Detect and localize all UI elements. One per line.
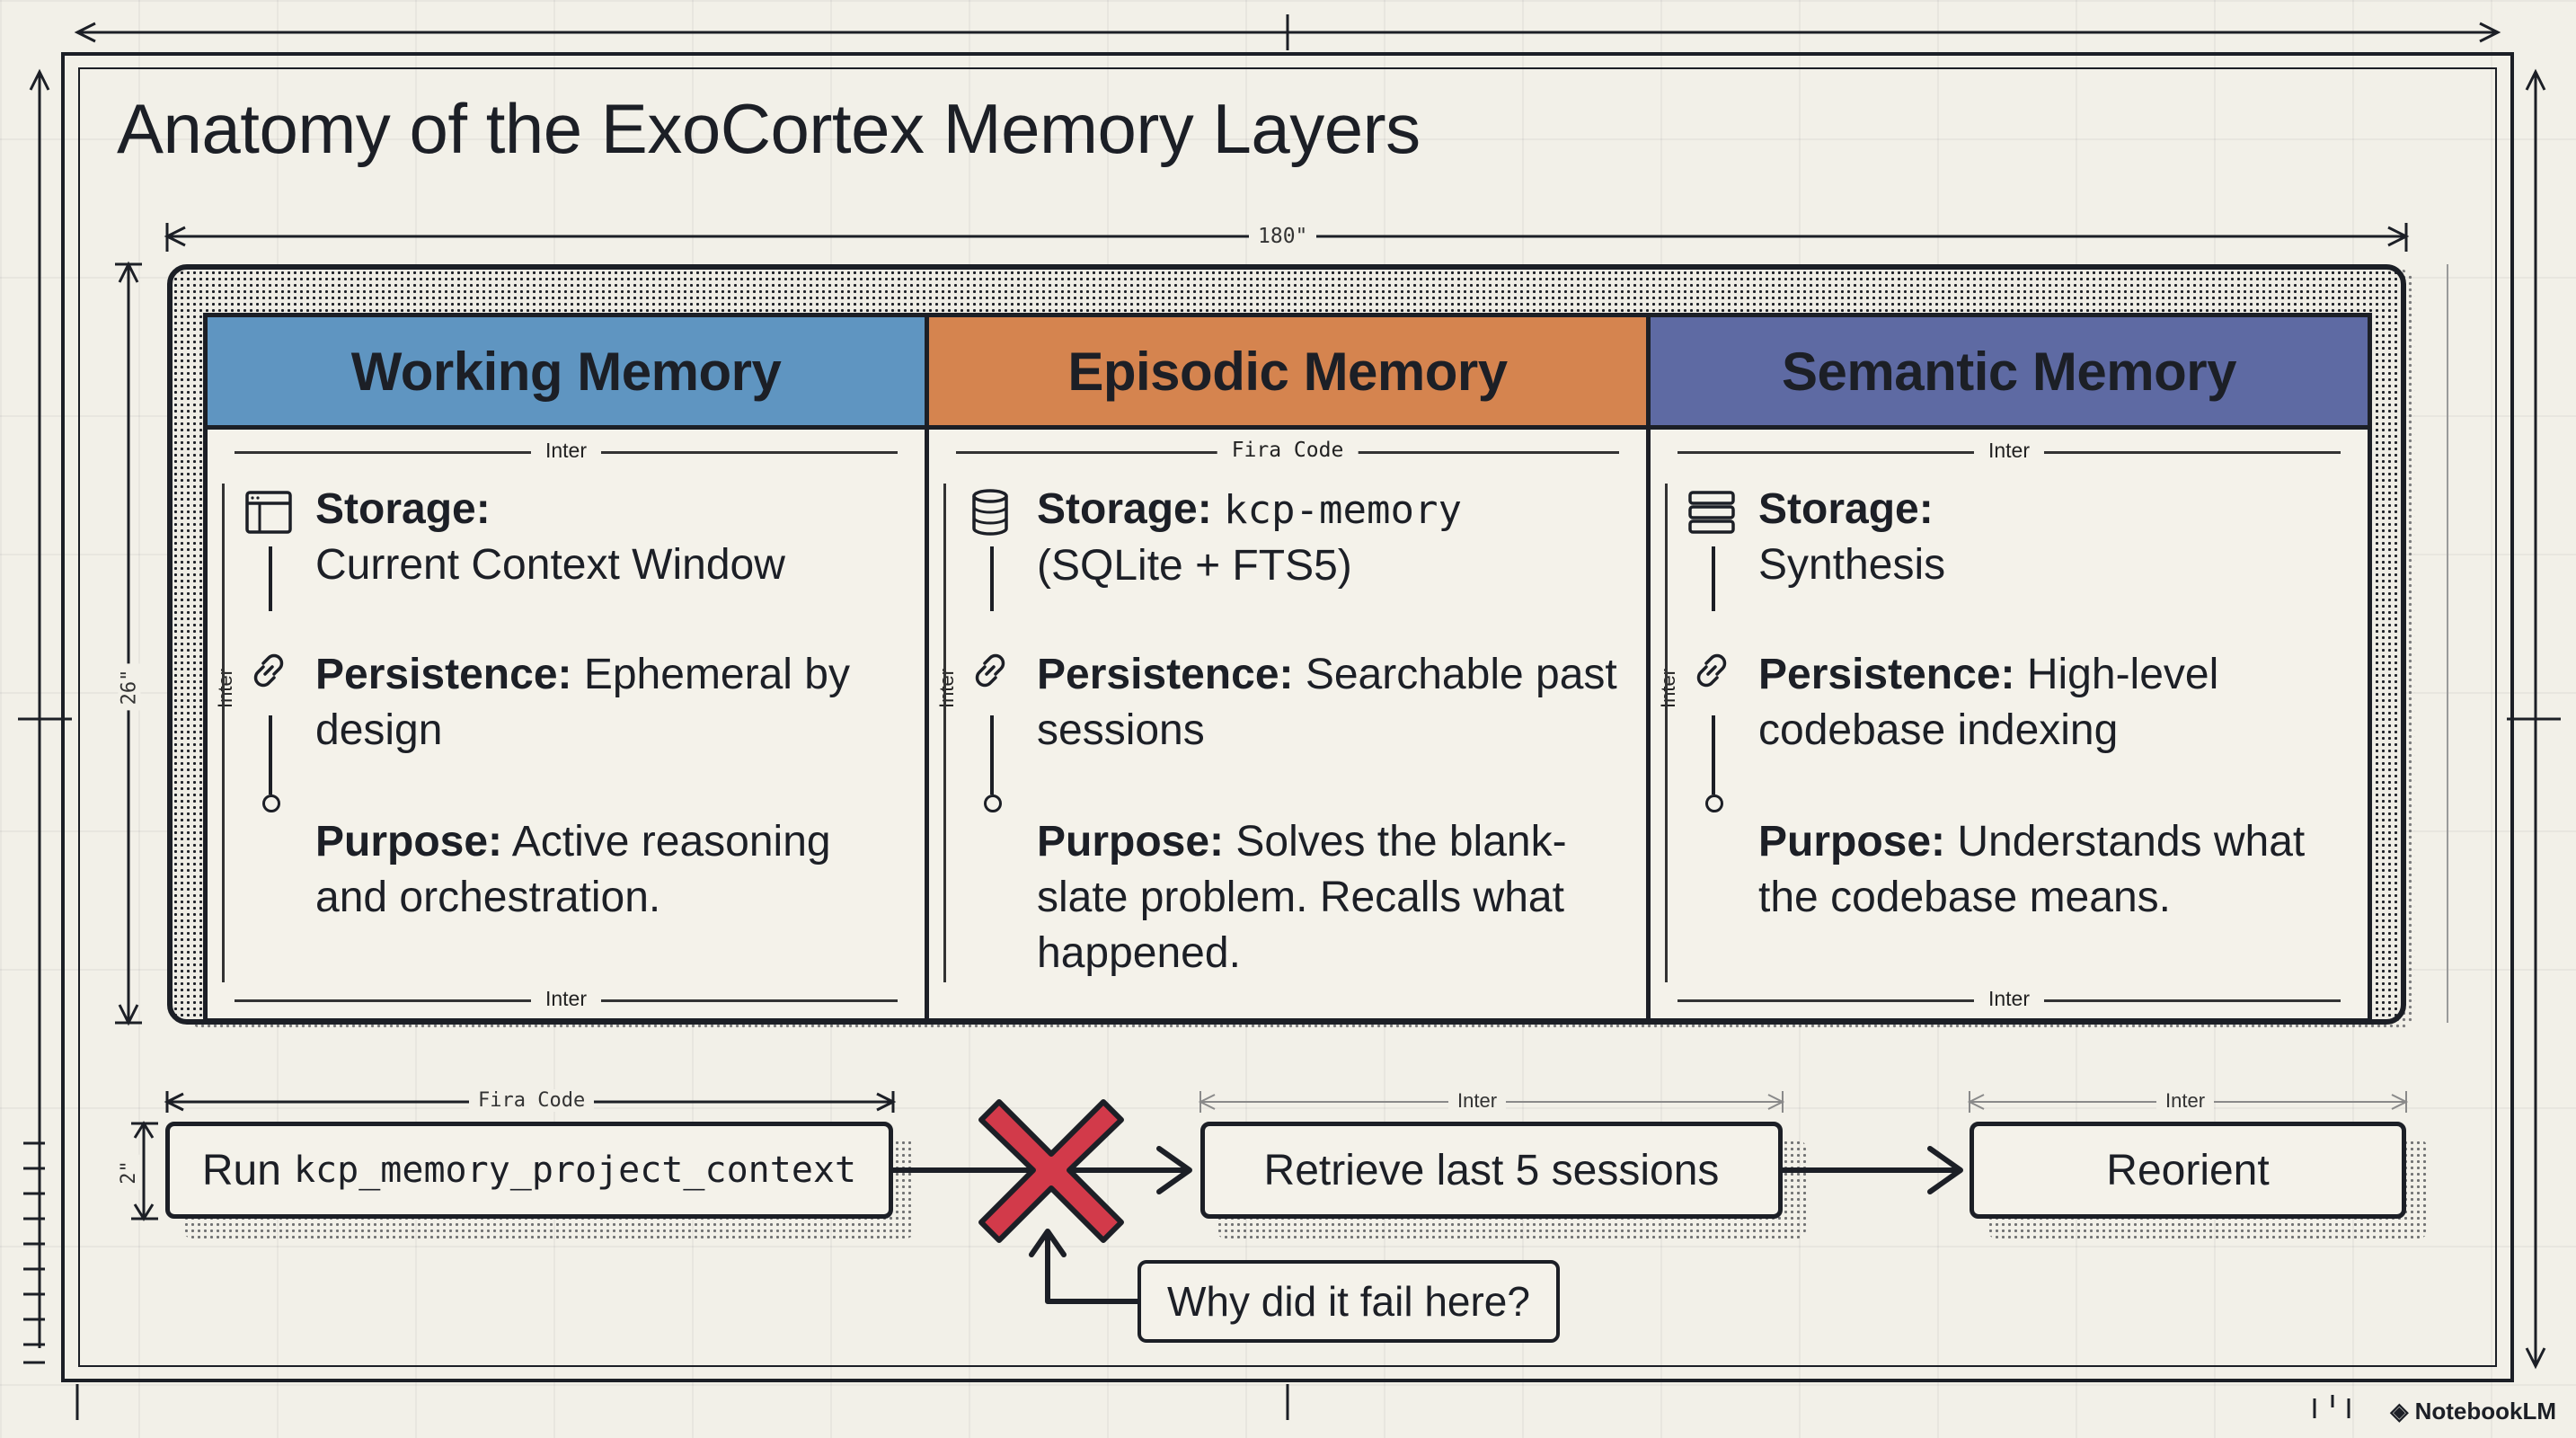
purpose-label: Purpose: — [1037, 818, 1225, 865]
column-episodic-memory: Episodic Memory Fira Code Inter Storage:… — [929, 317, 1651, 1018]
flow-step-reorient: Reorient — [1970, 1122, 2406, 1219]
persistence-value: High-level codebase indexing — [1758, 651, 2219, 754]
bottom-dim: Inter — [235, 987, 898, 1014]
persistence-value: Searchable past sessions — [1037, 651, 1617, 754]
top-dim-label: Inter — [530, 439, 602, 463]
purpose-row: Purpose: Understands what the codebase m… — [1758, 814, 2341, 926]
top-dim: Fira Code — [956, 439, 1619, 466]
memory-columns: Working Memory Inter Inter Storage: — [203, 313, 2372, 1023]
purpose-label: Purpose: — [315, 818, 503, 865]
storage-row: Storage: kcp-memory (SQLite + FTS5) — [1037, 482, 1619, 594]
brand-text: NotebookLM — [2414, 1398, 2556, 1425]
top-dim-label: Inter — [1973, 439, 2045, 463]
step1-code: kcp_memory_project_context — [293, 1150, 857, 1191]
purpose-value: Active reasoning and orchestration. — [315, 818, 831, 921]
persistence-row: Persistence: Ephemeral by design — [315, 647, 898, 759]
storage-label: Storage: — [1037, 485, 1212, 533]
persistence-label: Persistence: — [315, 651, 572, 698]
connector-line — [269, 546, 272, 611]
column-body: Inter Inter Storage: Synthesis Persisten… — [1651, 430, 2368, 1023]
connector-dot — [1705, 794, 1723, 812]
top-dim-label: Fira Code — [1217, 439, 1359, 462]
persistence-label: Persistence: — [1758, 651, 2015, 698]
bottom-dim-label: Inter — [1973, 987, 2045, 1011]
notebooklm-icon: ◈ — [2390, 1398, 2409, 1425]
side-dim-line — [1665, 484, 1668, 982]
brand-label: ◈ NotebookLM — [2390, 1398, 2556, 1425]
storage-value: Synthesis — [1758, 541, 1946, 589]
storage-row: Storage: Current Context Window — [315, 482, 898, 593]
database-icon — [972, 489, 1008, 536]
flow-height-label: 2" — [117, 1155, 140, 1190]
storage-value: (SQLite + FTS5) — [1037, 542, 1352, 590]
panel-height-label: 26" — [118, 663, 141, 711]
link-icon — [1696, 653, 1727, 688]
storage-label: Storage: — [1758, 485, 1934, 533]
storage-label: Storage: — [315, 485, 491, 533]
page-title: Anatomy of the ExoCortex Memory Layers — [117, 89, 1421, 168]
bottom-dim: Inter — [1677, 987, 2341, 1014]
purpose-value: Solves the blank-slate problem. Recalls … — [1037, 818, 1567, 977]
server-stack-icon — [1688, 491, 1735, 534]
purpose-label: Purpose: — [1758, 818, 1946, 865]
connector-dot — [262, 794, 280, 812]
failure-x-icon — [978, 1099, 1124, 1243]
side-dim-line — [943, 484, 946, 982]
storage-value-code: kcp-memory — [1224, 487, 1462, 533]
side-dim-label: Inter — [1657, 668, 1680, 709]
panel-width-label: 180" — [1249, 225, 1317, 248]
connector-line — [1712, 546, 1715, 611]
side-dim-label: Inter — [214, 668, 237, 709]
flow-step3-dim-label: Inter — [2156, 1089, 2215, 1113]
column-header: Semantic Memory — [1651, 317, 2368, 430]
window-icon — [245, 491, 292, 534]
storage-value: Current Context Window — [315, 541, 785, 589]
persistence-label: Persistence: — [1037, 651, 1294, 698]
link-icon — [253, 653, 284, 688]
column-header: Working Memory — [208, 317, 925, 430]
top-dim: Inter — [235, 439, 898, 466]
purpose-row: Purpose: Active reasoning and orchestrat… — [315, 814, 898, 926]
side-dim-line — [222, 484, 225, 982]
purpose-row: Purpose: Solves the blank-slate problem.… — [1037, 814, 1619, 981]
step1-prefix: Run — [201, 1146, 281, 1194]
flow-step2-dim-label: Inter — [1448, 1089, 1507, 1113]
column-body: Fira Code Inter Storage: kcp-memory (SQL… — [929, 430, 1646, 1023]
persistence-row: Persistence: High-level codebase indexin… — [1758, 647, 2341, 759]
persistence-value: Ephemeral by design — [315, 651, 850, 754]
storage-row: Storage: Synthesis — [1758, 482, 2341, 593]
flow-step-run-context: Run kcp_memory_project_context — [165, 1122, 893, 1219]
purpose-value: Understands what the codebase means. — [1758, 818, 2306, 921]
connector-line — [990, 546, 994, 611]
connector-line — [990, 715, 994, 794]
column-header: Episodic Memory — [929, 317, 1646, 430]
bottom-dim-label: Inter — [530, 987, 602, 1011]
connector-line — [1712, 715, 1715, 794]
column-body: Inter Inter Storage: Current Context Win… — [208, 430, 925, 1023]
link-icon — [975, 653, 1005, 688]
flow-step1-dim-label: Fira Code — [469, 1089, 595, 1112]
column-semantic-memory: Semantic Memory Inter Inter Storage: Syn… — [1651, 317, 2368, 1018]
flow-step-retrieve-sessions: Retrieve last 5 sessions — [1200, 1122, 1783, 1219]
connector-dot — [984, 794, 1002, 812]
column-working-memory: Working Memory Inter Inter Storage: — [208, 317, 929, 1018]
failure-callout: Why did it fail here? — [1138, 1260, 1560, 1343]
connector-line — [269, 715, 272, 794]
side-dim-label: Inter — [935, 668, 959, 709]
top-dim: Inter — [1677, 439, 2341, 466]
persistence-row: Persistence: Searchable past sessions — [1037, 647, 1619, 759]
